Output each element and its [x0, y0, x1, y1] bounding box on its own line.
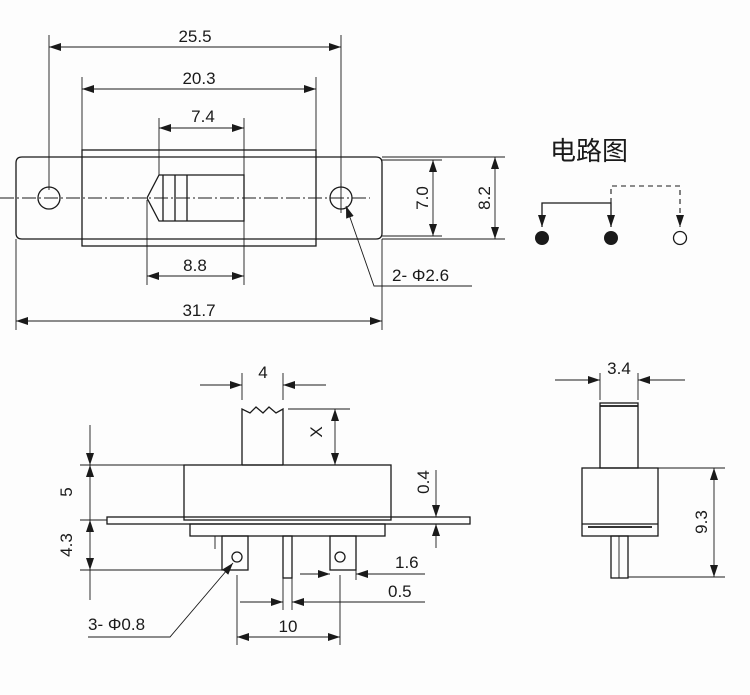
front-view: 4 X 5 4.3 0.4 1.6 0.5 10 3- Φ0.8 — [57, 363, 471, 645]
dim-body-height: 5 — [57, 487, 76, 496]
dim-terminal-holes: 3- Φ0.8 — [88, 615, 145, 634]
dim-terminal-pitch: 10 — [279, 617, 298, 636]
dim-inner-height: 7.0 — [413, 186, 432, 210]
side-body — [581, 467, 659, 537]
dim-actuator-length: 8.8 — [183, 256, 207, 275]
dim-outer-height: 8.2 — [475, 186, 494, 210]
terminal-right — [672, 230, 688, 246]
dim-flange-thickness: 0.4 — [414, 470, 433, 494]
dim-overall-mount: 25.5 — [178, 27, 211, 46]
front-body — [183, 464, 392, 521]
dim-side-actuator-width: 3.4 — [607, 359, 631, 378]
dim-actuator-height: X — [307, 426, 326, 437]
dim-terminal-width: 1.6 — [395, 553, 419, 572]
mounting-plate — [15, 156, 383, 240]
dim-body-length: 20.3 — [182, 69, 215, 88]
front-terminals — [214, 535, 357, 579]
side-view: 3.4 9.3 — [555, 359, 725, 579]
dim-front-actuator-width: 4 — [258, 363, 267, 382]
dim-terminal-height: 4.3 — [57, 533, 76, 557]
dim-actuator-travel: 7.4 — [191, 107, 215, 126]
top-view: 25.5 20.3 7.4 8.8 31.7 7.0 8.2 2- Φ2.6 — [0, 27, 505, 330]
dim-overall-length: 31.7 — [182, 301, 215, 320]
circuit-title: 电路图 — [550, 137, 628, 167]
side-terminal — [610, 535, 629, 579]
circuit-diagram: 电路图 — [535, 137, 688, 246]
slide-actuator — [146, 174, 245, 222]
terminal-left — [604, 231, 618, 245]
dim-terminal-thickness: 0.5 — [388, 582, 412, 601]
dim-mount-holes: 2- Φ2.6 — [392, 266, 449, 285]
dim-side-total-height: 9.3 — [692, 510, 711, 534]
side-actuator — [599, 402, 639, 469]
front-actuator — [241, 406, 284, 465]
terminal-common — [535, 231, 549, 245]
